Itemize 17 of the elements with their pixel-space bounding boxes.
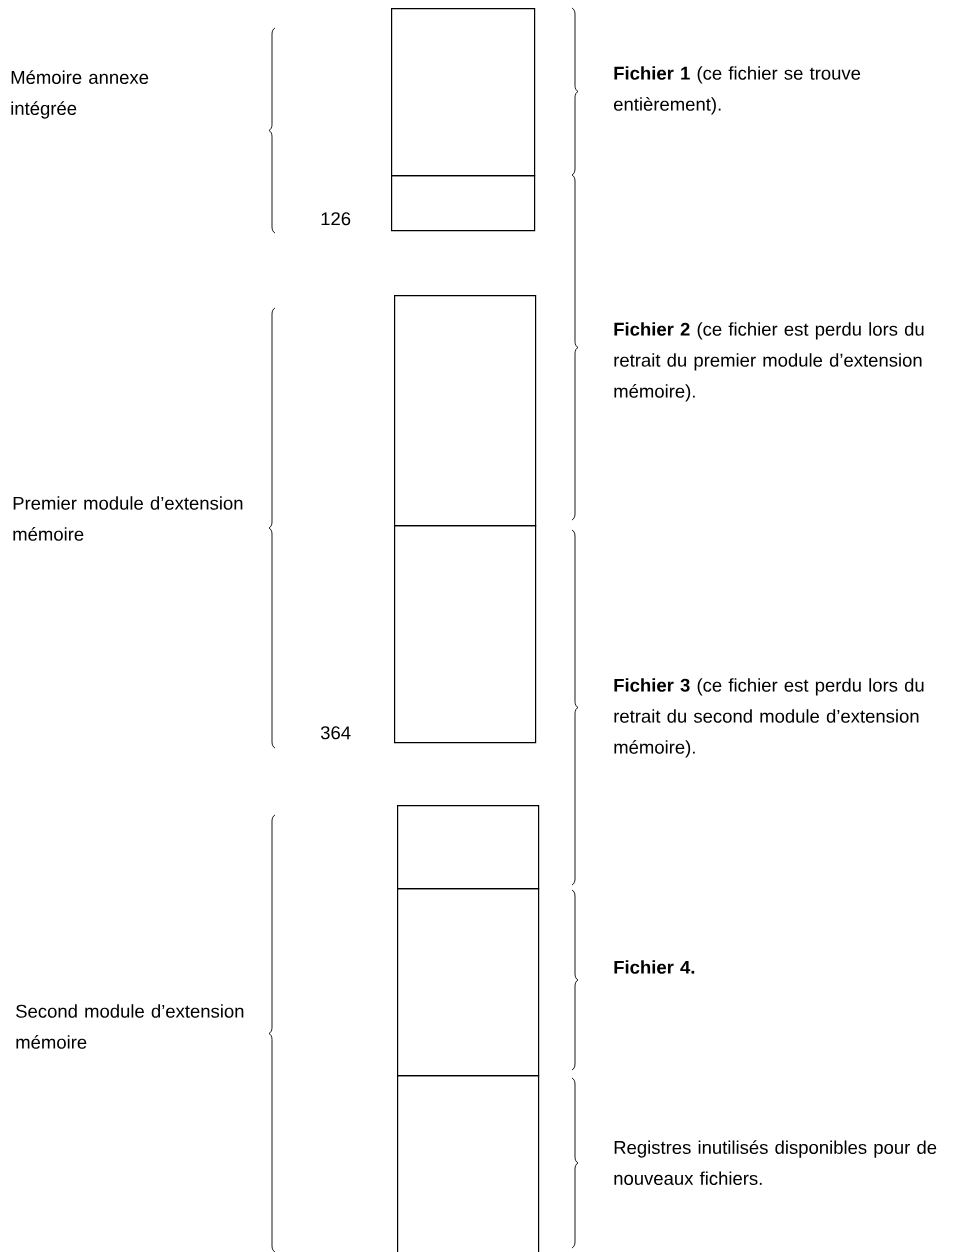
memory-segment (394, 525, 537, 744)
memory-label: Second module d’extension mémoire (16, 1004, 244, 1049)
memory-segment (397, 805, 540, 890)
file-description: Fichier 1 (ce fichier se trouve entièrement). (614, 66, 861, 115)
file-description: Registres inutilisés disponibles pour de nouveaux fichiers. (614, 1140, 937, 1185)
memory-segment (391, 8, 536, 177)
register-number: 126 (321, 212, 351, 226)
memory-segment (397, 888, 540, 1077)
file-description: Fichier 4. (614, 960, 695, 974)
memory-label: Mémoire annexe intégrée (11, 70, 149, 119)
memory-segment (391, 175, 536, 232)
memory-segment (397, 1075, 540, 1252)
file-description: Fichier 2 (ce fichier est perdu lors du retrait du premier module d’extension mémoire). (614, 322, 924, 402)
register-number: 364 (320, 726, 351, 740)
file-description: Fichier 3 (ce fichier est perdu lors du retrait du second module d’extension mémoire). (614, 678, 924, 758)
memory-label: Premier module d’extension mémoire (13, 496, 243, 541)
memory-segment (394, 295, 537, 527)
